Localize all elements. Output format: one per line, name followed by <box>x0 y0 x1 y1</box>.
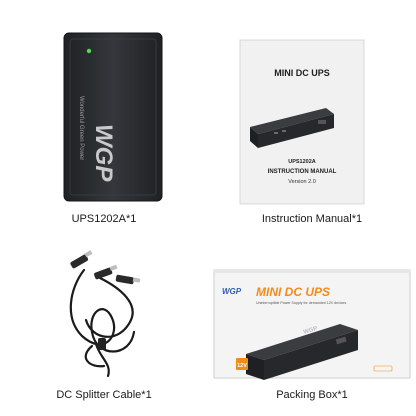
manual-panel: MINI DC UPS UPS1202A INSTRUCTION MANUAL … <box>208 0 416 225</box>
item-caption-manual: Instruction Manual*1 <box>261 213 363 225</box>
voltage-badge <box>236 358 248 370</box>
packing-box-image: WGP MINI DC UPS Uninterruptible Power Su… <box>213 269 411 380</box>
dc-plug-icon <box>115 274 141 285</box>
box-device-logo: WGP <box>303 326 318 336</box>
ups-device-image: WGP Wonderful Green Power <box>63 32 163 202</box>
manual-image: MINI DC UPS UPS1202A INSTRUCTION MANUAL … <box>239 39 365 205</box>
manual-model: UPS1202A <box>288 159 316 165</box>
box-device-photo: WGP <box>246 324 358 380</box>
cable-panel: DC Splitter Cable*1 <box>0 208 208 416</box>
device-side-text: Wonderful Green Power <box>78 96 84 160</box>
item-caption-cable: DC Splitter Cable*1 <box>56 389 152 401</box>
packing-box-panel: WGP MINI DC UPS Uninterruptible Power Su… <box>208 208 416 416</box>
box-tagline: Uninterruptible Power Supply for demande… <box>256 301 346 305</box>
manual-heading: INSTRUCTION MANUAL <box>268 169 337 175</box>
item-caption-device: UPS1202A*1 <box>71 213 137 225</box>
box-title: MINI DC UPS <box>256 285 330 299</box>
manual-title: MINI DC UPS <box>274 68 330 78</box>
item-caption-box: Packing Box*1 <box>276 389 348 401</box>
box-brand-logo: WGP <box>222 287 242 296</box>
voltage-badge-label: 12V <box>237 363 247 369</box>
dc-splitter-cable-image <box>69 250 141 378</box>
splitter-junction <box>98 338 106 350</box>
ups-device-panel: WGP Wonderful Green Power UPS1202A*1 <box>0 0 208 225</box>
dc-plug-icon <box>94 264 118 280</box>
device-logo: WGP <box>90 124 117 182</box>
power-led-icon <box>86 48 92 54</box>
manual-version: Version 2.0 <box>288 179 316 185</box>
manual-device-photo <box>250 108 334 148</box>
box-small-tag <box>373 365 393 372</box>
dc-plug-icon <box>70 250 93 269</box>
